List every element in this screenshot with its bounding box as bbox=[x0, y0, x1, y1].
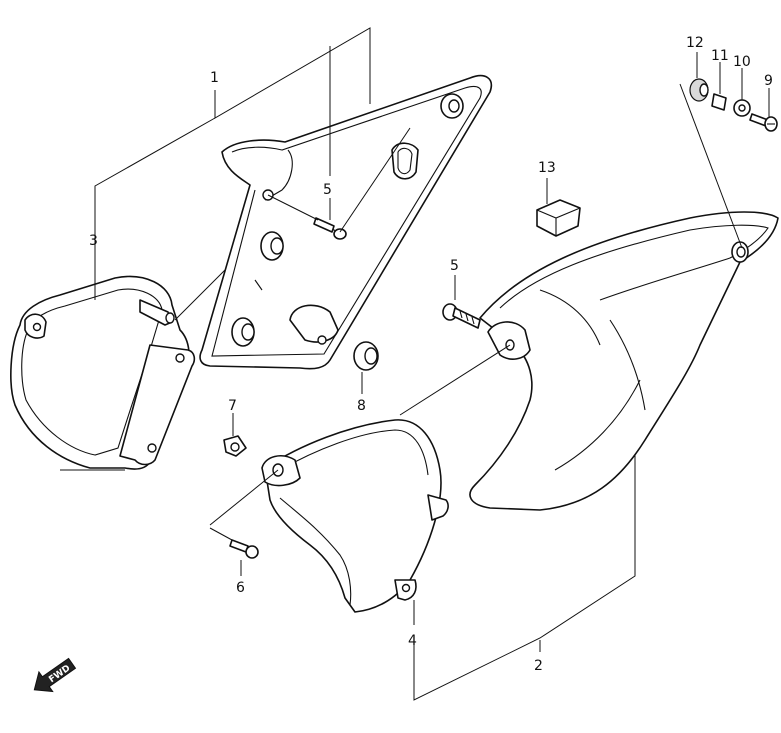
callout-10: 10 bbox=[733, 54, 751, 70]
callout-5-lower: 5 bbox=[450, 258, 459, 274]
leader-lines bbox=[94, 27, 770, 701]
callout-4: 4 bbox=[408, 633, 417, 649]
frame-cover-right bbox=[469, 211, 779, 511]
callout-13: 13 bbox=[538, 160, 556, 176]
callout-9: 9 bbox=[764, 73, 773, 89]
inner-cover-left bbox=[10, 275, 196, 471]
block-13 bbox=[536, 199, 581, 237]
forward-direction-arrow-icon: FWD bbox=[33, 657, 77, 693]
callout-11: 11 bbox=[711, 48, 729, 64]
hardware-set-9-12 bbox=[689, 78, 778, 132]
callout-6: 6 bbox=[236, 580, 245, 596]
bolt-6 bbox=[229, 539, 259, 559]
screw-upper bbox=[313, 217, 347, 240]
callout-2: 2 bbox=[534, 658, 543, 674]
callout-5-upper: 5 bbox=[323, 182, 332, 198]
grommet-8 bbox=[353, 341, 379, 371]
nut-7 bbox=[223, 435, 247, 457]
screw-lower bbox=[442, 303, 481, 329]
callout-8: 8 bbox=[357, 398, 366, 414]
inner-cover-right bbox=[261, 419, 449, 613]
callout-3: 3 bbox=[89, 233, 98, 249]
callout-12: 12 bbox=[686, 35, 704, 51]
callout-7: 7 bbox=[228, 398, 237, 414]
frame-cover-left bbox=[199, 74, 492, 370]
callout-1: 1 bbox=[210, 70, 219, 86]
